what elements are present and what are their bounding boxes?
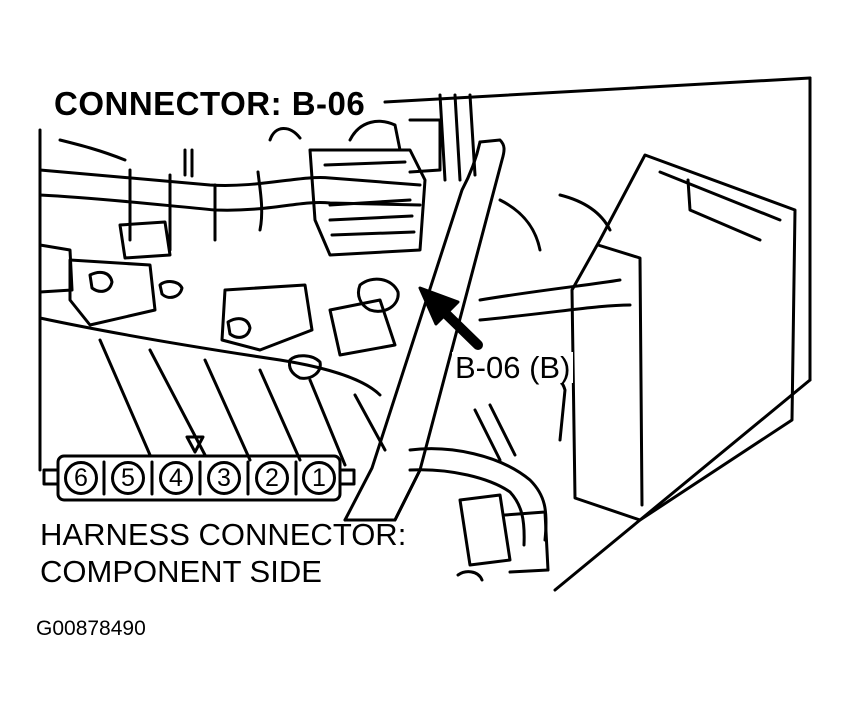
diagonal-hose (343, 138, 506, 522)
key-marker-triangle (185, 435, 205, 454)
intake-rails (38, 277, 400, 467)
sensor-bracket (268, 93, 477, 257)
wire-harness-top (38, 138, 422, 252)
wire-harness-lower (408, 193, 632, 582)
connector-title: CONNECTOR: B-06 (50, 87, 370, 120)
connector-pin: 2 (255, 461, 289, 495)
figure-id: G00878490 (36, 617, 146, 640)
connector-pin: 5 (111, 461, 145, 495)
callout-arrow (418, 286, 483, 350)
component-side-label: COMPONENT SIDE (40, 554, 322, 589)
connector-pin: 3 (207, 461, 241, 495)
connector-pin: 6 (64, 461, 98, 495)
connector-pin: 4 (159, 461, 193, 495)
connector-callout-label: B-06 (B) (452, 352, 574, 383)
engine-cover-outline (570, 153, 797, 522)
harness-connector-face (42, 435, 356, 502)
ignition-coils (38, 220, 322, 380)
harness-connector-label: HARNESS CONNECTOR: (40, 517, 407, 552)
illustration-frame (38, 76, 812, 592)
connector-pin: 1 (302, 461, 336, 495)
